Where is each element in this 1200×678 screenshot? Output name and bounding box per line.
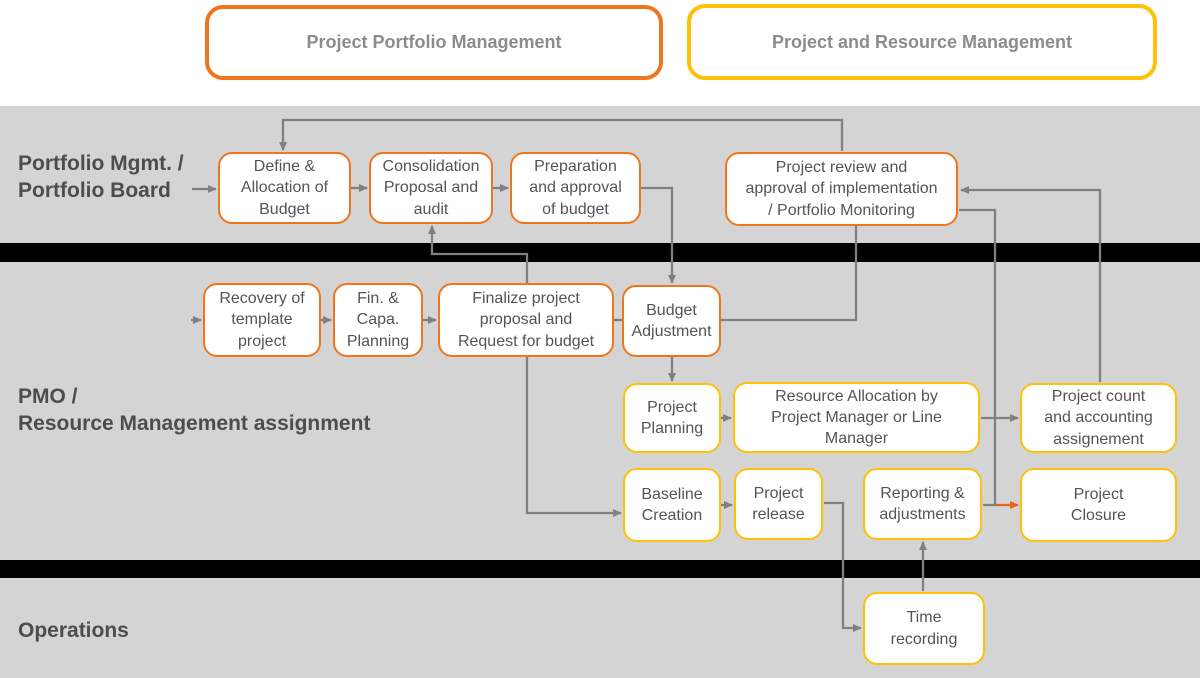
lane-label-portfolio-board: Portfolio Mgmt. / Portfolio Board — [18, 152, 184, 203]
connector-review-to-junction — [959, 208, 997, 505]
node-project-planning: Project Planning — [623, 383, 721, 453]
node-consolidation-proposal-audit: Consolidation Proposal and audit — [369, 152, 493, 224]
node-finalize-project-proposal: Finalize project proposal and Request fo… — [438, 283, 614, 357]
node-project-count-accounting: Project count and accounting assignement — [1020, 383, 1177, 453]
node-reporting-adjustments: Reporting & adjustments — [863, 468, 982, 540]
node-project-release: Project release — [734, 468, 823, 540]
connector-finalize-to-baseline — [525, 356, 622, 517]
lane-separator-1 — [0, 243, 1200, 262]
header-project-portfolio-management: Project Portfolio Management — [205, 5, 663, 80]
lane-label-pmo: PMO / Resource Management assignment — [18, 385, 371, 436]
node-time-recording: Time recording — [863, 592, 985, 665]
lane-operations — [0, 578, 1200, 678]
connector-finalize-to-consolidation — [428, 225, 529, 283]
connector-release-to-time-recording — [824, 501, 862, 632]
node-define-allocation-budget: Define & Allocation of Budget — [218, 152, 351, 224]
header-project-and-resource-management: Project and Resource Management — [687, 4, 1157, 80]
node-fin-capa-planning: Fin. & Capa. Planning — [333, 283, 423, 357]
connector-preparation-to-budget-adjustment — [641, 186, 676, 284]
node-budget-adjustment: Budget Adjustment — [622, 285, 721, 357]
node-recovery-template-project: Recovery of template project — [203, 283, 321, 357]
connector-review-feedback-to-define — [279, 118, 844, 151]
node-preparation-approval-budget: Preparation and approval of budget — [510, 152, 641, 224]
node-baseline-creation: Baseline Creation — [623, 468, 721, 542]
node-project-closure: Project Closure — [1020, 468, 1177, 542]
lane-separator-2 — [0, 560, 1200, 578]
node-project-review-portfolio-monitoring: Project review and approval of implement… — [725, 152, 958, 226]
connector-budget-adjustment-to-review — [721, 226, 858, 322]
connector-project-count-to-review — [960, 186, 1102, 382]
lane-label-operations: Operations — [18, 619, 129, 642]
node-resource-allocation: Resource Allocation by Project Manager o… — [733, 382, 980, 453]
